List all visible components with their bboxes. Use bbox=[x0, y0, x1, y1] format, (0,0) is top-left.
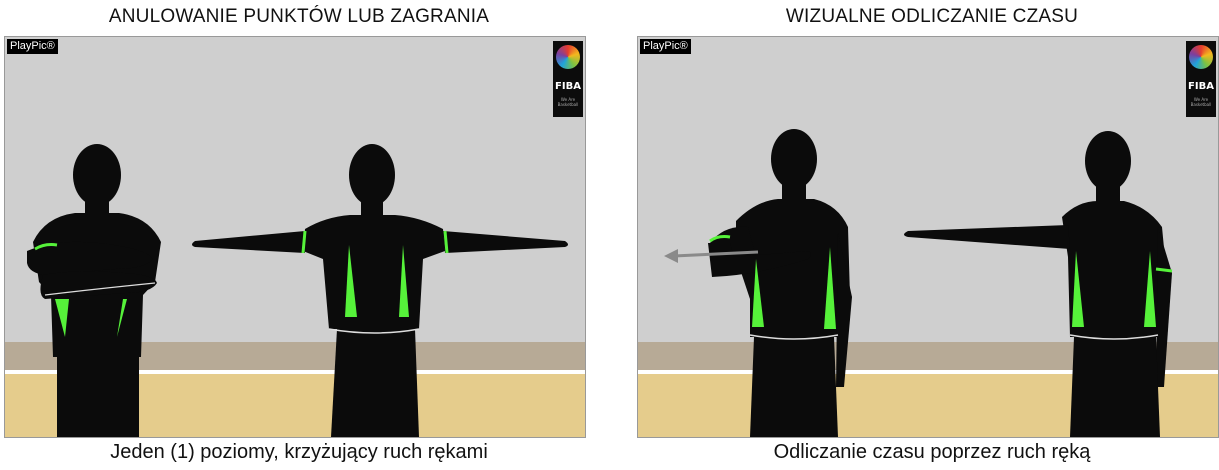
referee-legs bbox=[750, 337, 838, 437]
panel-caption: Jeden (1) poziomy, krzyżujący ruch rękam… bbox=[4, 441, 594, 464]
fiba-globe-icon bbox=[556, 45, 580, 69]
panel-caption: Odliczanie czasu poprzez ruch ręką bbox=[637, 441, 1219, 464]
referee-legs bbox=[331, 329, 419, 437]
signal-panel-visible-count: WIZUALNE ODLICZANIE CZASU bbox=[637, 0, 1219, 470]
referee-legs bbox=[1070, 337, 1160, 437]
referee-head bbox=[73, 144, 121, 206]
fiba-logo-text: FIBA bbox=[1186, 81, 1216, 92]
referee-head bbox=[349, 144, 395, 206]
playpic-label: PlayPic® bbox=[640, 39, 691, 54]
referee-scene bbox=[638, 37, 1218, 437]
referee-head bbox=[1085, 131, 1131, 191]
referee-head bbox=[771, 129, 817, 189]
fiba-logo: FIBA We Are Basketball bbox=[1186, 41, 1216, 117]
fiba-globe-icon bbox=[1189, 45, 1213, 69]
signal-panel-cancel-score: ANULOWANIE PUNKTÓW LUB ZAGRANIA bbox=[4, 0, 594, 470]
referee-illustration: PlayPic® FIBA We Are Basketball bbox=[4, 36, 586, 438]
panel-title: WIZUALNE ODLICZANIE CZASU bbox=[637, 6, 1219, 28]
sleeve-band-right bbox=[445, 231, 447, 253]
referee-scene bbox=[5, 37, 585, 437]
referee-illustration: PlayPic® FIBA We Are Basketball bbox=[637, 36, 1219, 438]
referee-legs bbox=[57, 355, 139, 437]
sleeve-band-left bbox=[303, 231, 305, 253]
fiba-logo-text: FIBA bbox=[553, 81, 583, 92]
playpic-label: PlayPic® bbox=[7, 39, 58, 54]
fiba-logo-subtext: We Are Basketball bbox=[553, 97, 583, 107]
panel-title: ANULOWANIE PUNKTÓW LUB ZAGRANIA bbox=[4, 6, 594, 28]
fiba-logo: FIBA We Are Basketball bbox=[553, 41, 583, 117]
fiba-logo-subtext: We Are Basketball bbox=[1186, 97, 1216, 107]
sleeve-band bbox=[1156, 269, 1172, 271]
